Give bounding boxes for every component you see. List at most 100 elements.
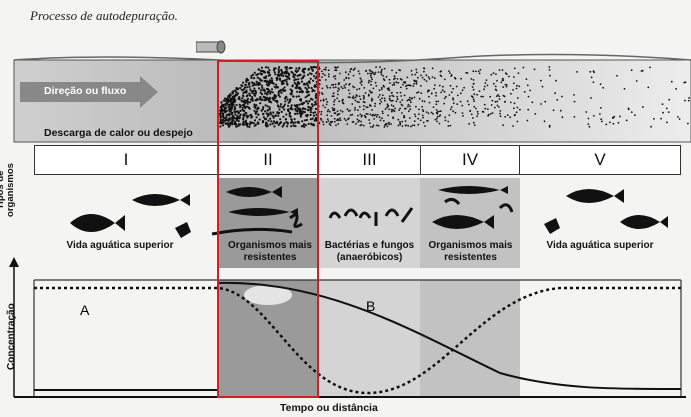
pollutant-dot bbox=[326, 114, 328, 116]
pollutant-dot bbox=[516, 85, 518, 87]
pollutant-dot bbox=[322, 88, 324, 90]
pollutant-dot bbox=[323, 69, 325, 71]
pollutant-dot bbox=[436, 121, 438, 123]
pollutant-dot bbox=[394, 108, 396, 110]
pollutant-dot bbox=[416, 72, 418, 74]
pollutant-dot bbox=[514, 115, 516, 117]
pollutant-dot bbox=[503, 95, 505, 97]
pollutant-dot bbox=[449, 72, 451, 74]
pollutant-dot bbox=[498, 96, 500, 98]
pollutant-dot bbox=[369, 73, 371, 75]
pollutant-dot bbox=[684, 100, 686, 102]
pollutant-dot bbox=[413, 80, 415, 82]
pollutant-dot bbox=[326, 104, 328, 106]
pollutant-dot bbox=[389, 95, 391, 97]
pollutant-dot bbox=[438, 111, 440, 113]
pollutant-dot bbox=[350, 69, 352, 71]
pollutant-dot bbox=[388, 108, 390, 110]
pollutant-dot bbox=[460, 92, 462, 94]
pollutant-dot bbox=[688, 100, 690, 102]
pollutant-dot bbox=[434, 84, 436, 86]
pollutant-dot bbox=[529, 90, 531, 92]
pollutant-dot bbox=[417, 118, 419, 120]
pollutant-dot bbox=[600, 118, 602, 120]
pollutant-dot bbox=[323, 99, 325, 101]
pollutant-dot bbox=[599, 113, 601, 115]
pollutant-dot bbox=[387, 126, 389, 128]
pollutant-dot bbox=[650, 126, 652, 128]
pollutant-dot bbox=[368, 80, 370, 82]
pollutant-dot bbox=[415, 106, 417, 108]
pollutant-dot bbox=[379, 89, 381, 91]
pollutant-dot bbox=[382, 94, 384, 96]
pollutant-dot bbox=[602, 87, 604, 89]
pollutant-dot bbox=[363, 87, 365, 89]
insect-larva-icon bbox=[166, 218, 198, 238]
pollutant-dot bbox=[335, 84, 337, 86]
pollutant-dot bbox=[372, 72, 374, 74]
pollutant-dot bbox=[420, 75, 422, 77]
pollutant-dot bbox=[485, 82, 487, 84]
pollutant-dot bbox=[574, 101, 576, 103]
pollutant-dot bbox=[422, 77, 424, 79]
pollutant-dot bbox=[343, 79, 345, 81]
pollutant-dot bbox=[497, 105, 499, 107]
pollutant-dot bbox=[399, 124, 401, 126]
pollutant-dot bbox=[591, 77, 593, 79]
pollutant-dot bbox=[327, 120, 329, 122]
pollutant-dot bbox=[668, 111, 670, 113]
pollutant-dot bbox=[513, 82, 515, 84]
pollutant-dot bbox=[600, 83, 602, 85]
pollutant-dot bbox=[365, 116, 367, 118]
pollutant-dot bbox=[509, 116, 511, 118]
pollutant-dot bbox=[444, 79, 446, 81]
pollutant-dot bbox=[348, 77, 350, 79]
pollutant-dot bbox=[417, 124, 419, 126]
pollutant-dot bbox=[426, 111, 428, 113]
pollutant-dot bbox=[514, 102, 516, 104]
pollutant-dot bbox=[420, 92, 422, 94]
pollutant-dot bbox=[321, 76, 323, 78]
fish-icon bbox=[566, 189, 624, 203]
pollutant-dot bbox=[400, 95, 402, 97]
pollutant-dot bbox=[337, 118, 339, 120]
pollutant-dot bbox=[333, 93, 335, 95]
pollutant-dot bbox=[440, 92, 442, 94]
pollutant-dot bbox=[476, 94, 478, 96]
pollutant-dot bbox=[462, 89, 464, 91]
pollutant-dot bbox=[414, 120, 416, 122]
pollutant-dot bbox=[370, 84, 372, 86]
pollutant-dot bbox=[325, 79, 327, 81]
pollutant-dot bbox=[477, 113, 479, 115]
pollutant-dot bbox=[439, 85, 441, 87]
pollutant-dot bbox=[505, 72, 507, 74]
pollutant-dot bbox=[389, 82, 391, 84]
pollutant-dot bbox=[328, 76, 330, 78]
pollutant-dot bbox=[402, 125, 404, 127]
pollutant-dot bbox=[328, 73, 330, 75]
pollutant-dot bbox=[414, 114, 416, 116]
pollutant-dot bbox=[414, 97, 416, 99]
pollutant-dot bbox=[349, 83, 351, 85]
pollutant-dot bbox=[332, 107, 334, 109]
pollutant-dot bbox=[443, 103, 445, 105]
pollutant-dot bbox=[428, 96, 430, 98]
pollutant-dot bbox=[387, 103, 389, 105]
pollutant-dot bbox=[507, 114, 509, 116]
pollutant-dot bbox=[427, 120, 429, 122]
pollutant-dot bbox=[426, 80, 428, 82]
pollutant-dot bbox=[448, 70, 450, 72]
pollutant-dot bbox=[416, 81, 418, 83]
pollutant-dot bbox=[534, 69, 536, 71]
pollutant-dot bbox=[406, 77, 408, 79]
pollutant-dot bbox=[363, 98, 365, 100]
pollutant-dot bbox=[642, 106, 644, 108]
pollutant-dot bbox=[404, 116, 406, 118]
fish-icon bbox=[438, 186, 508, 194]
pollutant-dot bbox=[422, 117, 424, 119]
pollutant-dot bbox=[489, 96, 491, 98]
pollutant-dot bbox=[484, 86, 486, 88]
pollutant-dot bbox=[355, 123, 357, 125]
pollutant-dot bbox=[389, 79, 391, 81]
pollutant-dot bbox=[374, 73, 376, 75]
